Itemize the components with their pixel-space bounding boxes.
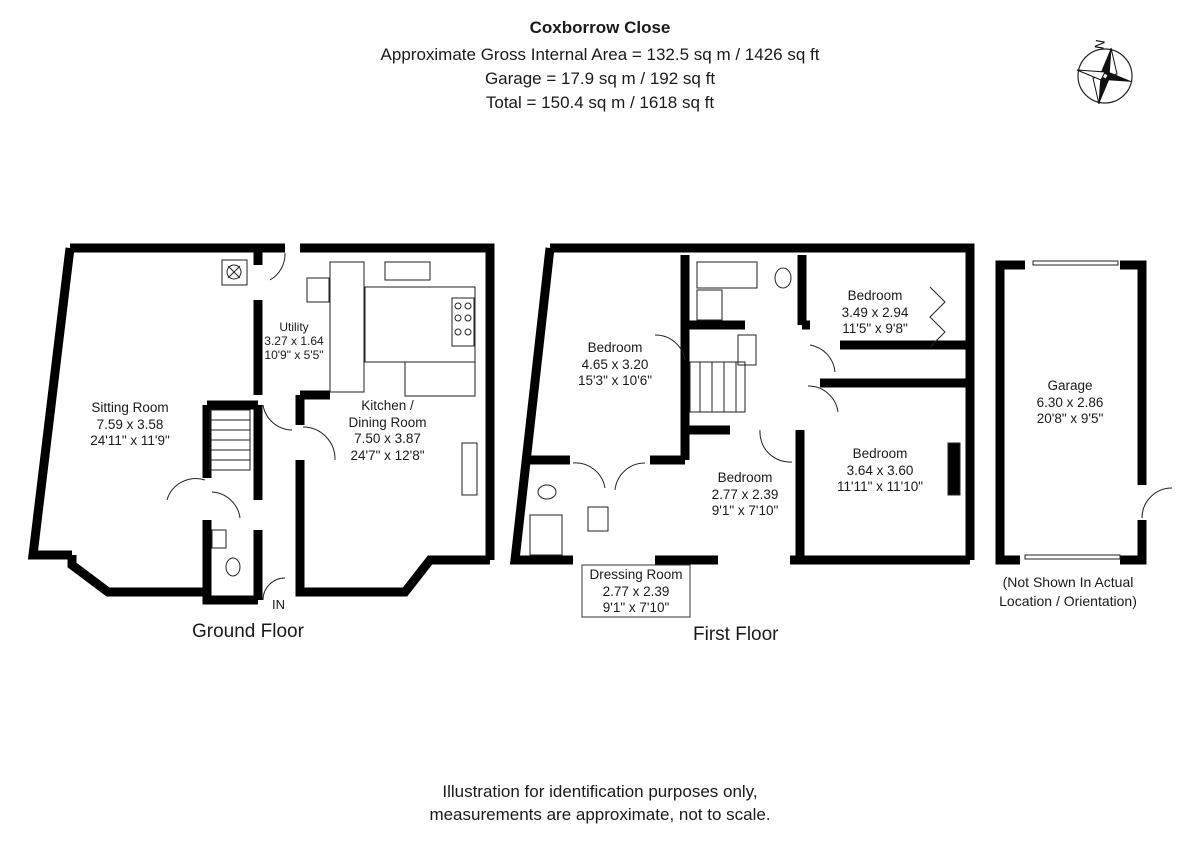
ground-floor-walls [27, 243, 495, 605]
garage-door [1024, 260, 1173, 560]
ground-floor-fixtures [166, 252, 478, 601]
plan-title: Coxborrow Close [529, 18, 671, 37]
ground-floor-label: Ground Floor [192, 621, 304, 642]
entrance-label: IN [272, 597, 285, 612]
dressing-room-label: Dressing Room 2.77 x 2.39 9'1" x 7'10" [589, 567, 683, 615]
utility-label: Utility 3.27 x 1.64 10'9" x 5'5" [264, 320, 324, 362]
bedroom-3-label: Bedroom 2.77 x 2.39 9'1" x 7'10" [711, 470, 779, 518]
first-floor-fixtures [529, 261, 961, 556]
north-compass-icon: N [1076, 38, 1133, 105]
sitting-room-label: Sitting Room 7.59 x 3.58 24'11" x 11'9" [90, 400, 170, 448]
gross-internal-area: Approximate Gross Internal Area = 132.5 … [380, 45, 820, 64]
garage-area: Garage = 17.9 sq m / 192 sq ft [484, 69, 716, 88]
first-floor-walls [509, 243, 975, 565]
kitchen-dining-label: Kitchen / Dining Room 7.50 x 3.87 24'7" … [348, 398, 427, 463]
disclaimer: Illustration for identification purposes… [429, 782, 771, 824]
first-floor-label: First Floor [693, 624, 779, 645]
bedroom-2-label: Bedroom 3.49 x 2.94 11'5" x 9'8" [841, 288, 909, 336]
garage-note: (Not Shown In Actual Location / Orientat… [999, 574, 1137, 609]
bedroom-4-label: Bedroom 3.64 x 3.60 11'11" x 11'10" [836, 446, 924, 494]
garage-walls [995, 260, 1147, 565]
dressing-room-label-box [581, 564, 691, 618]
garage-label: Garage 6.30 x 2.86 20'8" x 9'5" [1036, 378, 1104, 426]
compass-n-label: N [1092, 38, 1108, 50]
bedroom-1-label: Bedroom 4.65 x 3.20 15'3" x 10'6" [577, 340, 653, 388]
total-area: Total = 150.4 sq m / 1618 sq ft [485, 93, 715, 112]
